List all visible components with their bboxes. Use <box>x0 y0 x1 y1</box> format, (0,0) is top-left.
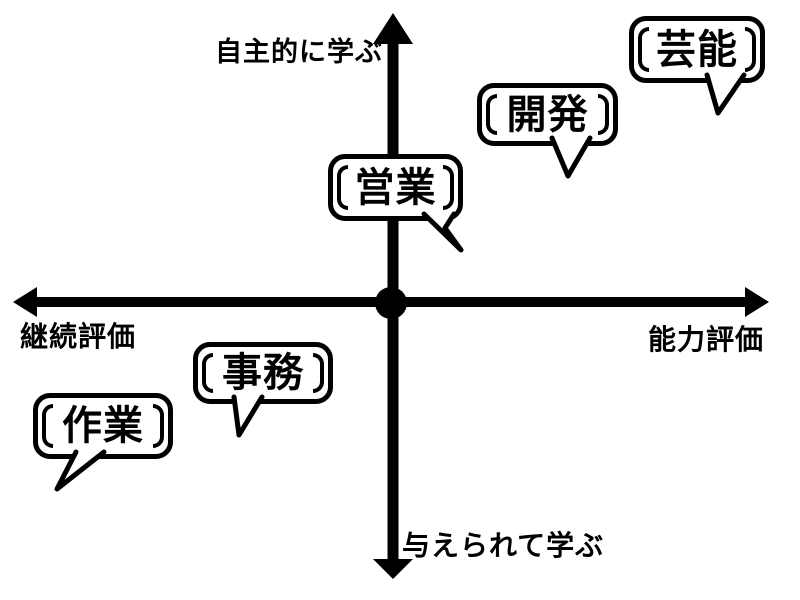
axis-label-top: 自主的に学ぶ <box>215 37 383 68</box>
axis-label-right: 能力評価 <box>647 323 764 356</box>
bubble-label-sagyo: 作業 <box>62 403 144 449</box>
bubble-inner-bracket-left-icon <box>202 353 213 393</box>
bubble-label-eigyo: 営業 <box>354 164 437 211</box>
bubble-inner-bracket-left-icon <box>42 404 53 448</box>
bubble-inner-bracket-left-icon <box>638 27 649 72</box>
arrowhead-left-icon <box>13 287 37 317</box>
axis-label-bottom: 与えられて学ぶ <box>402 529 605 562</box>
bubble-inner-bracket-left-icon <box>337 165 348 210</box>
bubble-kaihatsu: 開発 <box>477 83 618 146</box>
bubble-label-kaihatsu: 開発 <box>506 91 589 138</box>
bubble-jimu: 事務 <box>193 342 333 404</box>
bubble-inner-bracket-right-icon <box>153 404 164 448</box>
bubble-sagyo: 作業 <box>33 393 173 459</box>
origin-dot <box>375 287 407 319</box>
arrowhead-right-icon <box>745 287 769 317</box>
bubble-inner-bracket-right-icon <box>745 27 756 72</box>
bubble-inner-bracket-right-icon <box>598 94 609 135</box>
bubble-label-jimu: 事務 <box>222 350 304 396</box>
bubble-inner-bracket-right-icon <box>443 165 454 210</box>
bubble-label-geino: 芸能 <box>656 26 738 73</box>
bubble-inner-bracket-right-icon <box>313 353 324 393</box>
bubble-inner-bracket-left-icon <box>486 94 497 135</box>
axis-label-left: 継続評価 <box>20 320 137 353</box>
bubble-eigyo: 営業 <box>328 154 463 221</box>
bubble-geino: 芸能 <box>629 16 765 83</box>
